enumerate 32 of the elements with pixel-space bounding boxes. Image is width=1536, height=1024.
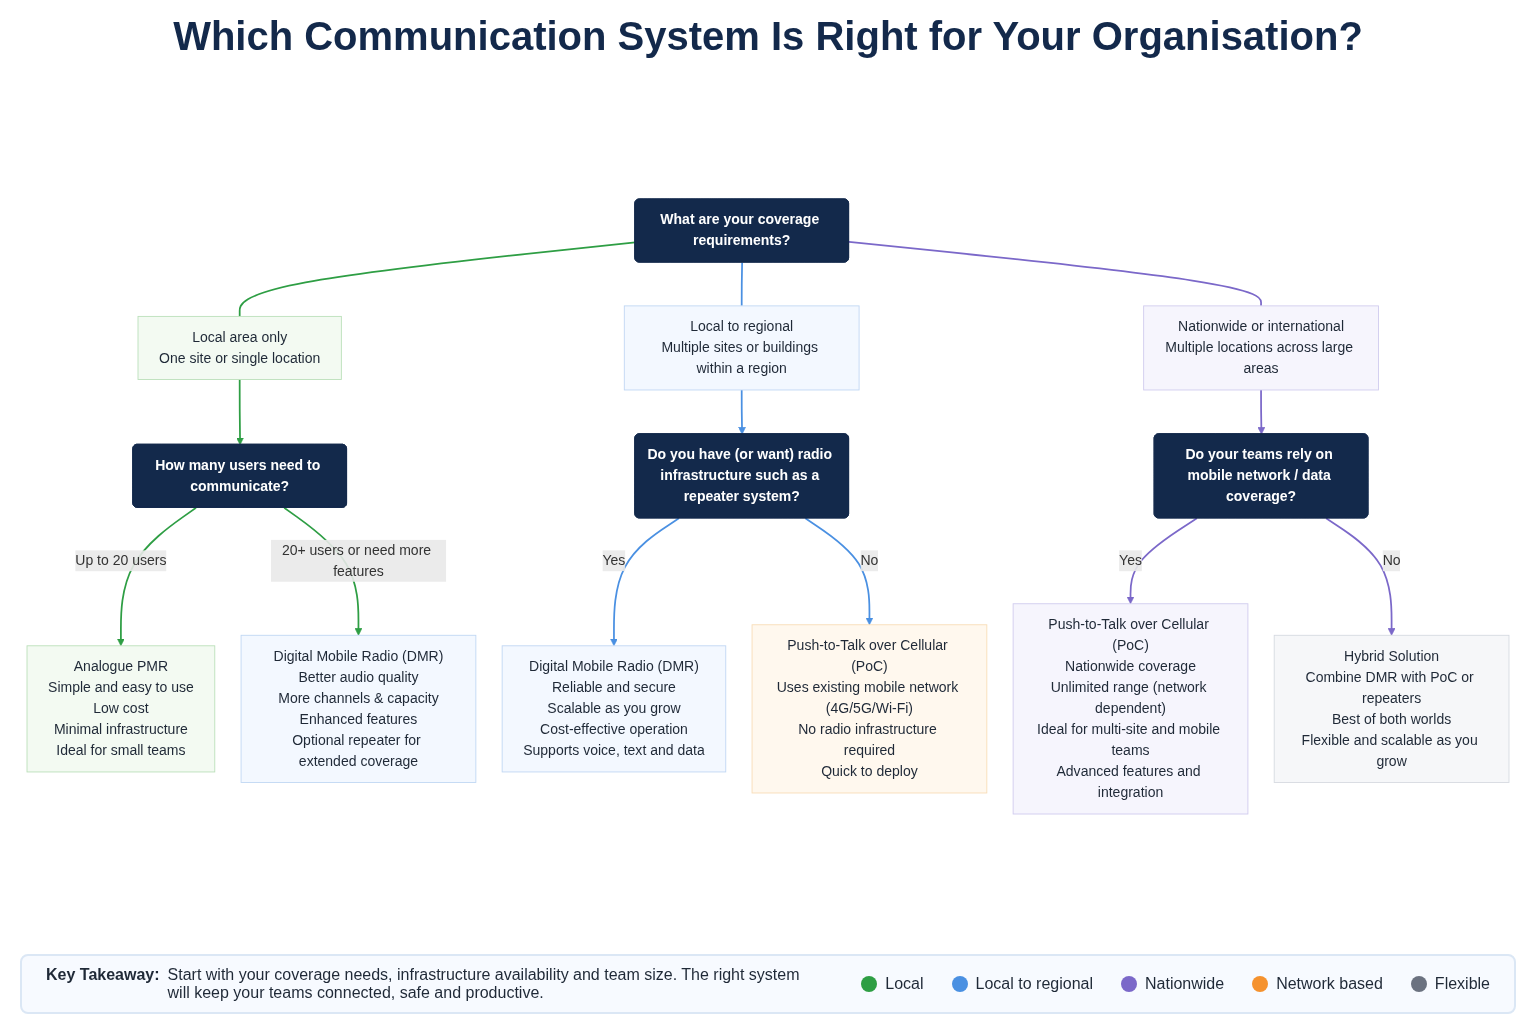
node-box: Nationwide or international Multiple locations across large areas	[1143, 305, 1379, 391]
connector	[740, 261, 743, 307]
arrow	[1325, 517, 1396, 636]
node-box: Push-to-Talk over Cellular (PoC) Uses existing mobile network (4G/5G/Wi-Fi) No radio infrastructure required Quick to deploy	[751, 624, 988, 794]
edge-label: Yes	[602, 552, 626, 568]
arrow	[610, 517, 680, 647]
connector	[848, 241, 1262, 307]
arrow	[738, 389, 746, 435]
arrow	[236, 378, 244, 446]
legend-label: Local to regional	[975, 975, 1093, 993]
node-box: Analogue PMR Simple and easy to use Low cost Minimal infrastructure Ideal for small teams	[26, 645, 216, 773]
node-box: Digital Mobile Radio (DMR) Reliable and secure Scalable as you grow Cost-effective operation Supports voice, text and data	[501, 645, 727, 773]
node-box: Hybrid Solution Combine DMR with PoC or repeaters Best of both worlds Flexible and scalable as you grow	[1273, 634, 1510, 783]
edge-label: 20+ users or need more features	[281, 542, 432, 579]
edge-label: No	[1382, 552, 1401, 568]
legend-label: Nationwide	[1145, 975, 1225, 993]
edge-label: No	[860, 552, 879, 568]
arrow	[1257, 389, 1266, 435]
node-box: Digital Mobile Radio (DMR) Better audio quality More channels & capacity Enhanced features Optional repeater for extended coverage	[240, 634, 477, 783]
legend-label: Local	[885, 975, 924, 993]
node-box: Push-to-Talk over Cellular (PoC) Nationwide coverage Unlimited range (network dependent) Ideal for multi-site and mobile teams Advanced features and integration	[1012, 603, 1249, 815]
legend-label: Flexible	[1434, 975, 1490, 993]
edge-label: Yes	[1119, 552, 1142, 568]
title: Which Communication System Is Right for Your Organisation?	[172, 14, 1364, 59]
node-box: Local area only One site or single location	[137, 315, 342, 380]
edge-label: Up to 20 users	[75, 552, 167, 568]
arrow	[1126, 517, 1198, 605]
arrow	[804, 517, 874, 626]
takeaway-heading: Key Takeaway:	[46, 966, 160, 984]
legend-label: Network based	[1276, 975, 1383, 993]
takeaway-text: Start with your coverage needs, infrastructure availability and team size. The right system will keep your teams connected, safe and productive.	[167, 966, 801, 1002]
node-box: Local to regional Multiple sites or buildings within a region	[623, 305, 860, 391]
